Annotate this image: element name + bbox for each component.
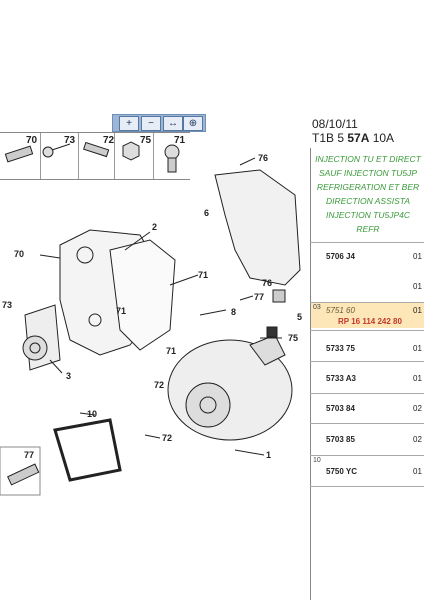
part-number-72: 72 bbox=[103, 135, 115, 146]
callout-76[interactable]: 76 bbox=[258, 153, 269, 163]
screw-icon-73 bbox=[42, 143, 71, 158]
part-row-qty: 01 bbox=[413, 252, 422, 261]
part-row-code[interactable]: 5750 YC bbox=[326, 467, 357, 476]
zoom-toolbar: + − ↔ ⊕ bbox=[112, 114, 206, 132]
part-row-code[interactable]: 5706 J4 bbox=[326, 252, 355, 261]
application-description: INJECTION TU ET DIRECT SAUF INJECTION TU… bbox=[315, 154, 421, 234]
parts-strip: 70 73 72 75 71 bbox=[0, 132, 190, 180]
part-row-qty: 01 bbox=[413, 306, 422, 315]
part-row-qty: 01 bbox=[413, 344, 422, 353]
part-row-index: 03 bbox=[313, 304, 321, 311]
part-row-qty: 02 bbox=[413, 435, 422, 444]
date-label: 08/10/11 bbox=[312, 117, 358, 131]
part-number-71: 71 bbox=[174, 135, 186, 146]
bolt-icon-71 bbox=[164, 144, 180, 173]
bolt-icon-70 bbox=[4, 145, 34, 163]
callout-72[interactable]: 72 bbox=[154, 380, 165, 390]
callout-73[interactable]: 73 bbox=[2, 300, 13, 310]
part-row-code[interactable]: 5733 75 bbox=[326, 344, 355, 353]
part-number-75: 75 bbox=[140, 135, 152, 146]
callout-3[interactable]: 3 bbox=[66, 371, 72, 381]
part-row-code[interactable]: 5703 85 bbox=[326, 435, 355, 444]
zoom-in-button[interactable]: + bbox=[119, 116, 139, 131]
part-number-73: 73 bbox=[64, 135, 76, 146]
callout-1[interactable]: 1 bbox=[266, 450, 272, 460]
callout-71[interactable]: 71 bbox=[198, 270, 209, 280]
zoom-reset-button[interactable]: ⊕ bbox=[183, 116, 203, 131]
part-row-qty: 01 bbox=[413, 282, 422, 291]
callout-70[interactable]: 70 bbox=[14, 249, 25, 259]
part-row-index: 10 bbox=[313, 457, 321, 464]
highlighted-part-code[interactable]: 5751 60 bbox=[326, 306, 355, 315]
nut-icon-75 bbox=[122, 141, 140, 161]
callout-5[interactable]: 5 bbox=[297, 312, 303, 322]
callout-2[interactable]: 2 bbox=[152, 222, 158, 232]
part-row-qty: 02 bbox=[413, 404, 422, 413]
callout-76[interactable]: 76 bbox=[262, 278, 273, 288]
zoom-out-button[interactable]: − bbox=[141, 116, 161, 131]
callout-77[interactable]: 77 bbox=[24, 450, 35, 460]
callout-8[interactable]: 8 bbox=[231, 307, 237, 317]
parts-list-panel bbox=[310, 148, 424, 600]
reference-label: T1B 5 57A 10A bbox=[312, 131, 395, 145]
callout-72[interactable]: 72 bbox=[162, 433, 173, 443]
callout-6[interactable]: 6 bbox=[204, 208, 210, 218]
part-row-qty: 01 bbox=[413, 374, 422, 383]
callout-77[interactable]: 77 bbox=[254, 292, 265, 302]
callout-71[interactable]: 71 bbox=[116, 306, 127, 316]
callout-10[interactable]: 10 bbox=[87, 409, 98, 419]
highlighted-part-row[interactable] bbox=[311, 302, 424, 328]
part-row-code[interactable]: 5703 84 bbox=[326, 404, 355, 413]
part-number-70: 70 bbox=[26, 135, 38, 146]
callout-71[interactable]: 71 bbox=[166, 346, 177, 356]
zoom-fit-button[interactable]: ↔ bbox=[163, 116, 183, 131]
highlighted-part-rp-number[interactable]: RP 16 114 242 80 bbox=[338, 317, 402, 326]
part-row-code[interactable]: 5733 A3 bbox=[326, 374, 356, 383]
bolt-icon-72 bbox=[83, 141, 110, 158]
callout-75[interactable]: 75 bbox=[288, 333, 299, 343]
part-row-qty: 01 bbox=[413, 467, 422, 476]
